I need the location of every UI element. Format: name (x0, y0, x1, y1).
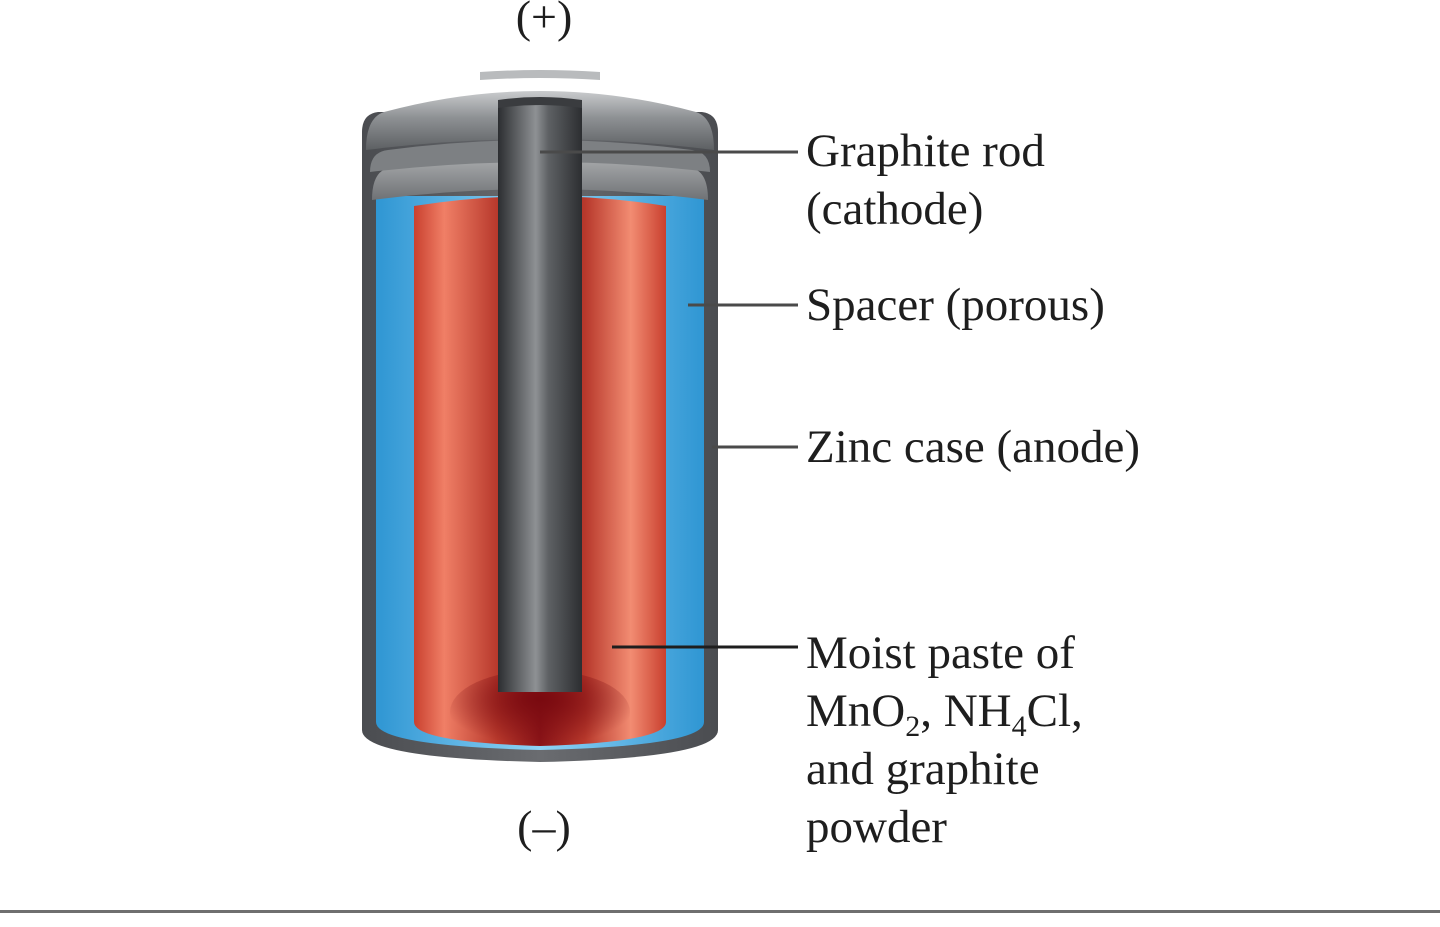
graphite-rod-top (498, 97, 582, 108)
formula-mno: MnO (806, 685, 906, 737)
formula-cl: Cl, (1026, 685, 1083, 737)
paste-bottom-shadow (450, 670, 630, 754)
label-graphite-rod-line2: (cathode) (806, 183, 984, 235)
graphite-rod (498, 100, 582, 692)
positive-terminal-cap (480, 70, 600, 80)
formula-sub-4: 4 (1011, 710, 1027, 743)
label-zinc-case: Zinc case (anode) (806, 418, 1140, 476)
bottom-divider (0, 910, 1440, 913)
label-spacer: Spacer (porous) (806, 276, 1105, 334)
label-spacer-line1: Spacer (porous) (806, 279, 1105, 331)
label-moist-paste-line2: MnO2, NH4Cl, (806, 682, 1083, 743)
positive-terminal-label: (+) (515, 0, 573, 42)
label-graphite-rod: Graphite rod (cathode) (806, 122, 1045, 238)
label-graphite-rod-line1: Graphite rod (806, 125, 1045, 177)
formula-nh: , NH (920, 685, 1012, 737)
formula-sub-2: 2 (905, 710, 921, 743)
label-moist-paste-line1: Moist paste of (806, 627, 1075, 679)
label-moist-paste-line3: and graphite (806, 743, 1040, 795)
label-moist-paste: Moist paste of MnO2, NH4Cl, and graphite… (806, 624, 1083, 856)
label-moist-paste-line4: powder (806, 801, 947, 853)
negative-terminal-label: (–) (517, 801, 571, 852)
label-zinc-case-line1: Zinc case (anode) (806, 421, 1141, 473)
